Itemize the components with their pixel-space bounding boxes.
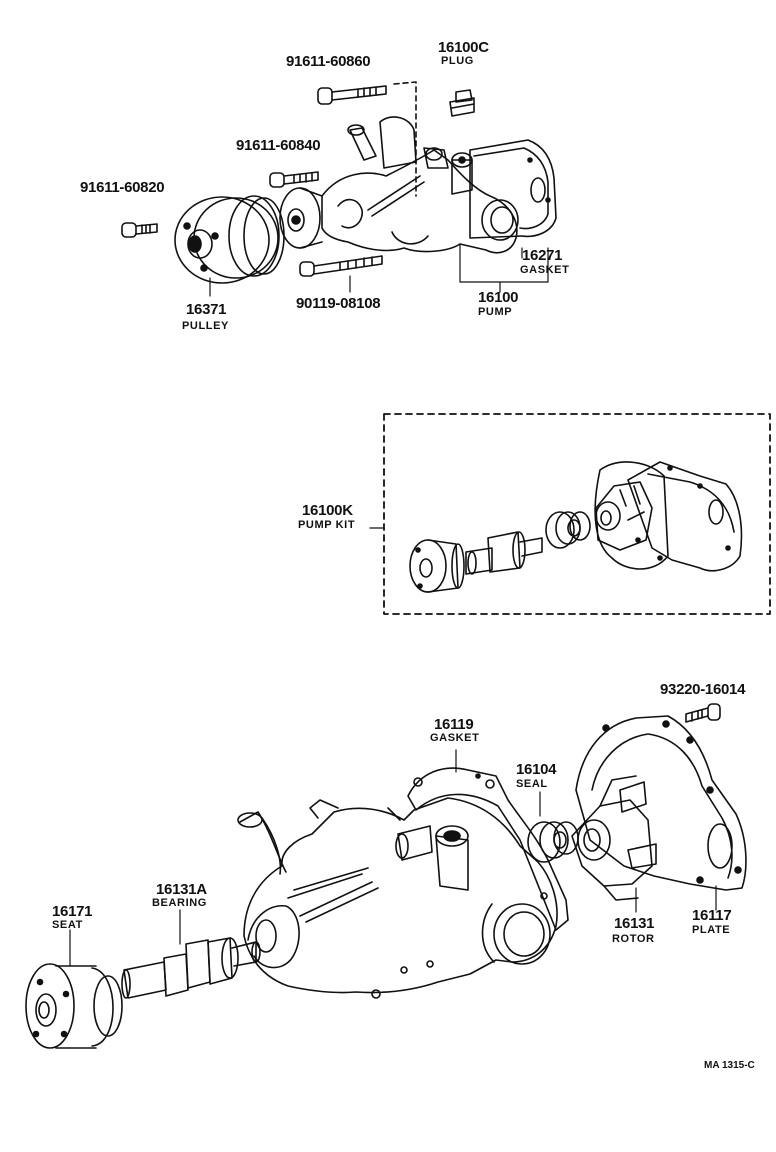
label-pulley-number: 16371 [186,301,227,318]
label-bolt-91611-60820: 91611-60820 [80,179,165,196]
seal-16104 [527,791,579,863]
label-rotor-number: 16131 [614,915,655,932]
label-bolt-91611-60840: 91611-60840 [236,137,321,154]
bolt-91611-60840 [269,171,319,188]
label-bearing-number: 16131A [156,881,207,898]
label-seal-name: SEAL [516,778,548,790]
bolt-90119-08108 [299,255,383,277]
label-kit-number: 16100K [302,502,353,519]
label-plate-name: PLATE [692,924,731,936]
label-gasket-16271-name: GASKET [520,264,570,276]
bolt-93220-16014 [685,703,721,723]
kit-bearing [465,531,543,575]
bottom-leaders [69,909,181,967]
label-seat-number: 16171 [52,903,93,920]
label-plate-number: 16117 [692,907,732,924]
label-bearing-name: BEARING [152,897,207,909]
gasket-16119 [407,749,569,931]
label-pump-number: 16100 [478,289,519,306]
label-gasket-16271-number: 16271 [522,247,563,264]
gasket-16271 [469,139,557,239]
label-plug-name: PLUG [441,55,474,67]
label-plug-number: 16100C [438,39,489,56]
pulley-16371 [174,195,285,284]
kit-rotor-body [594,461,669,570]
label-gasket-16119-number: 16119 [434,716,474,733]
label-seat-name: SEAT [52,919,83,931]
rotor-16131 [571,775,657,913]
bolt-91611-60860 [317,81,417,197]
pump-body-bottom [237,797,558,999]
plug-16100c [449,89,475,117]
top-leaders [209,243,549,297]
kit-plate [627,461,743,572]
hub-flange [279,187,323,249]
label-bolt-90119-08108: 90119-08108 [296,295,381,312]
label-seal-number: 16104 [516,761,557,778]
pump-kit-box [369,413,771,615]
kit-seal [545,511,591,549]
seat-16171 [25,963,123,1049]
kit-seat [409,539,465,593]
label-bolt-91611-60860: 91611-60860 [286,53,371,70]
label-kit-name: PUMP KIT [298,519,356,531]
plate-16117 [575,715,747,911]
reference-code: MA 1315-C [704,1060,755,1071]
bearing-16131a [121,937,261,999]
label-pump-name: PUMP [478,306,513,318]
label-rotor-name: ROTOR [612,933,655,945]
label-bolt-93220-16014: 93220-16014 [660,681,746,698]
label-gasket-16119-name: GASKET [430,732,480,744]
bolt-91611-60820 [121,222,158,238]
label-pulley-name: PULLEY [182,320,229,332]
pump-body-16100 [321,116,519,254]
